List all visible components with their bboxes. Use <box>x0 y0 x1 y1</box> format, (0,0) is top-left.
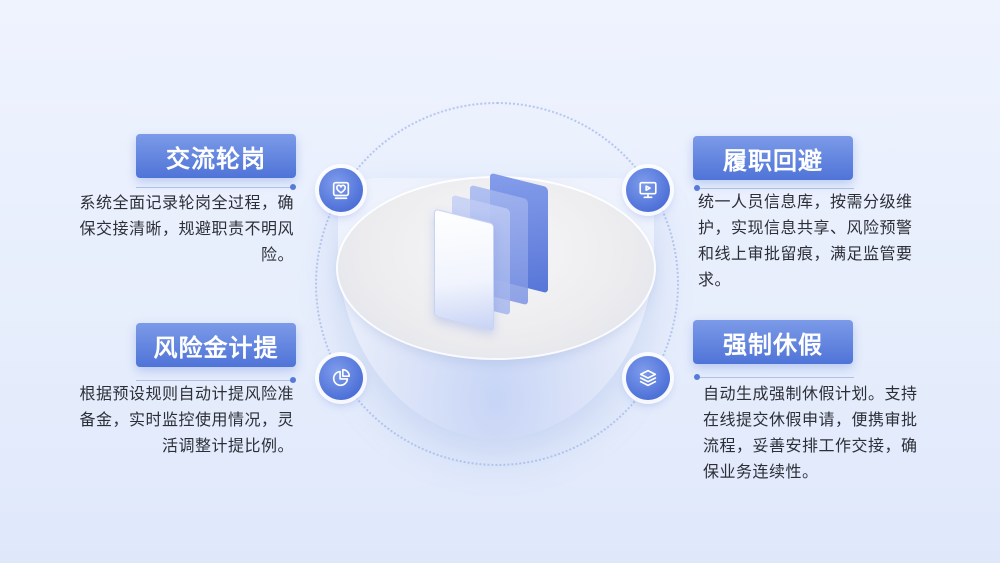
title-rotation: 交流轮岗 <box>136 134 296 178</box>
connector-dot-avoidance <box>694 185 700 191</box>
connector-dot-rotation <box>290 184 296 190</box>
title-risk-reserve-text: 风险金计提 <box>153 333 279 362</box>
monitor-play-icon <box>626 168 670 212</box>
connector-line-risk-reserve <box>136 380 294 381</box>
dotted-orbit-ring <box>315 102 679 466</box>
title-avoidance: 履职回避 <box>693 136 853 180</box>
connector-line-mandatory-leave <box>698 377 854 378</box>
glass-panel-front <box>434 208 494 332</box>
connector-line-avoidance <box>698 188 854 189</box>
pie-chart-icon <box>319 356 363 400</box>
connector-dot-mandatory-leave <box>694 374 700 380</box>
heart-frame-icon <box>319 168 363 212</box>
title-risk-reserve: 风险金计提 <box>136 323 296 367</box>
desc-rotation: 系统全面记录轮岗全过程，确保交接清晰，规避职责不明风险。 <box>79 193 294 264</box>
title-mandatory-leave-text: 强制休假 <box>723 330 823 359</box>
desc-mandatory-leave: 自动生成强制休假计划。支持在线提交休假申请，便携审批流程，妥善安排工作交接，确保… <box>703 384 918 481</box>
title-avoidance-text: 履职回避 <box>723 146 823 175</box>
title-mandatory-leave: 强制休假 <box>693 320 853 364</box>
title-rotation-text: 交流轮岗 <box>166 144 266 173</box>
connector-dot-risk-reserve <box>290 377 296 383</box>
connector-line-rotation <box>136 187 294 188</box>
layers-icon <box>626 356 670 400</box>
desc-avoidance: 统一人员信息库，按需分级维护，实现信息共享、风险预警和线上审批留痕，满足监管要求… <box>698 192 913 289</box>
desc-risk-reserve: 根据预设规则自动计提风险准备金，实时监控使用情况，灵活调整计提比例。 <box>79 384 294 455</box>
